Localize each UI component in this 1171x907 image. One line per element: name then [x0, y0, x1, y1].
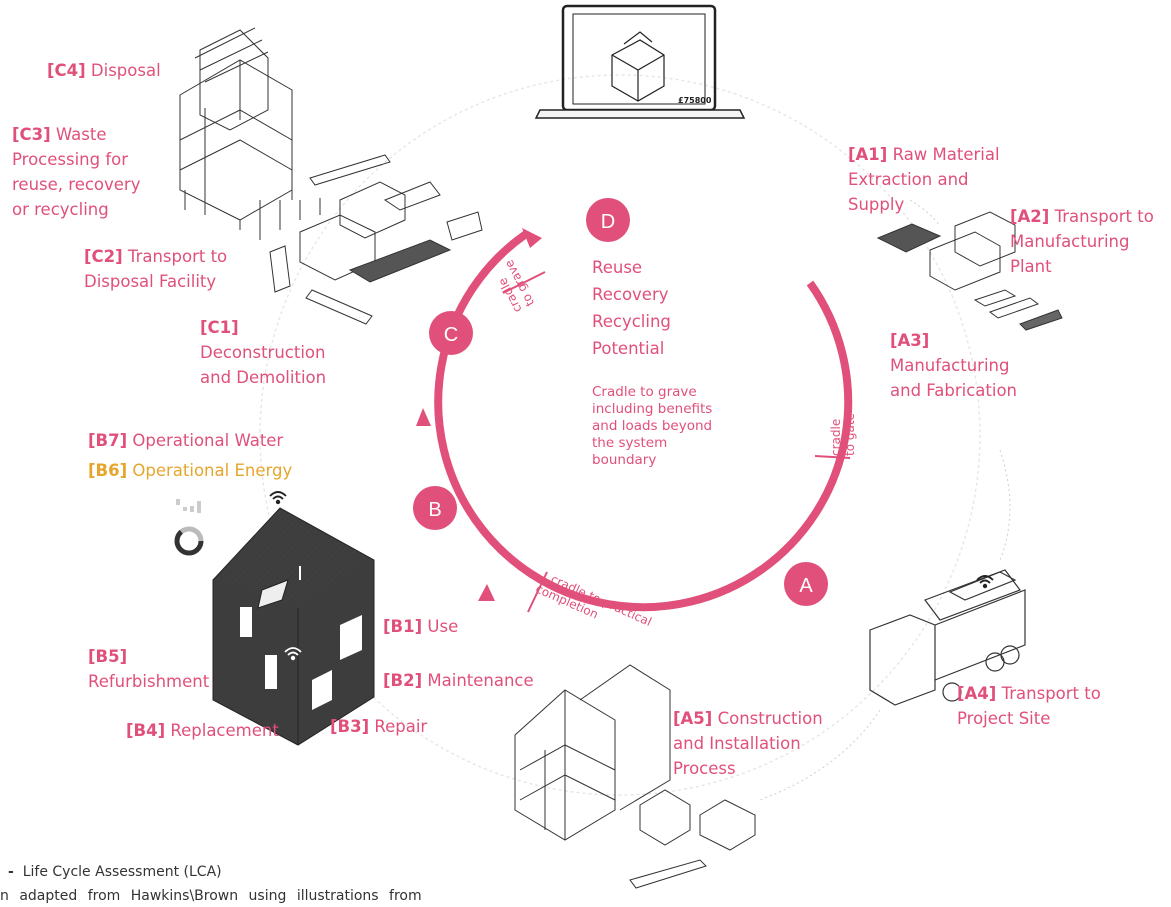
- stage-a3-label: [A3] Manufacturing and Fabrication: [890, 331, 1018, 400]
- stage-d-description: Reuse Recovery Recycling Potential: [592, 258, 671, 358]
- stage-b2-label: [B2] Maintenance: [383, 671, 534, 690]
- node-c: C: [429, 311, 473, 355]
- laptop-icon: £75800: [534, 4, 746, 119]
- arc-arrowhead-practical: [478, 584, 495, 601]
- flow-arrow-a1-a2: [909, 199, 941, 227]
- stage-b1-label: [B1] Use: [383, 617, 459, 636]
- svg-text:D: D: [601, 211, 615, 233]
- svg-text:A: A: [799, 575, 813, 597]
- wifi-icon: [269, 491, 287, 505]
- battery-icon: [174, 526, 204, 556]
- manufacturing-illustration: [876, 211, 1063, 331]
- signal-bars-icon: [176, 499, 201, 513]
- stage-b3-label: [B3] Repair: [330, 717, 428, 736]
- construction-illustration: [514, 664, 756, 889]
- arc-arrowhead-d: [522, 228, 542, 248]
- flow-arrow-a3-a4: [999, 449, 1011, 561]
- node-b: B: [413, 486, 457, 530]
- cradle-to-grave-note: Cradle to grave including benefits and l…: [592, 384, 713, 468]
- cradle-to-grave-label: cradle to grave: [489, 258, 537, 315]
- cradle-gate-tick: [814, 455, 851, 459]
- svg-text:B: B: [428, 499, 441, 521]
- stage-c2-label: [C2] Transport to Disposal Facility: [84, 247, 228, 291]
- stage-c1-label: [C1] Deconstruction and Demolition: [200, 318, 327, 387]
- node-a: A: [784, 562, 828, 606]
- wifi-icon: [976, 575, 994, 589]
- stage-b5-label: [B5] Refurbishment: [88, 647, 210, 691]
- svg-text:C: C: [444, 324, 458, 346]
- cradle-practical-tick: [527, 571, 548, 613]
- house-illustration: [212, 507, 375, 746]
- deconstruction-illustration: [179, 27, 483, 325]
- node-d: D: [586, 198, 630, 242]
- figure-title: - Life Cycle Assessment (LCA): [8, 864, 222, 880]
- stage-c4-label: [C4] Disposal: [47, 61, 161, 80]
- figure-source: n adapted from Hawkins\Brown using illus…: [0, 888, 422, 904]
- cradle-grave-tick: [502, 271, 546, 294]
- stage-b6-label: [B6] Operational Energy: [88, 461, 293, 480]
- lifecycle-arc: [434, 230, 853, 612]
- truck-illustration: [869, 569, 1026, 706]
- arc-arrowhead-b: [416, 408, 431, 426]
- wifi-icon: [284, 647, 302, 661]
- stage-a2-label: [A2] Transport to Manufacturing Plant: [1010, 207, 1154, 276]
- stage-a4-label: [A4] Transport to Project Site: [957, 684, 1101, 728]
- stage-a5-label: [A5] Construction and Installation Proce…: [673, 709, 823, 778]
- stage-b7-label: [B7] Operational Water: [88, 431, 284, 450]
- svg-text:£75800: £75800: [678, 96, 712, 105]
- flow-arrow-a4-a5: [759, 709, 881, 801]
- stage-a1-label: [A1] Raw Material Extraction and Supply: [848, 145, 1000, 214]
- stage-b4-label: [B4] Replacement: [126, 721, 279, 740]
- outer-cycle-ring: [259, 74, 981, 796]
- stage-c3-label: [C3] Waste Processing for reuse, recover…: [12, 125, 141, 219]
- cradle-to-gate-label: cradle to gate: [829, 413, 857, 456]
